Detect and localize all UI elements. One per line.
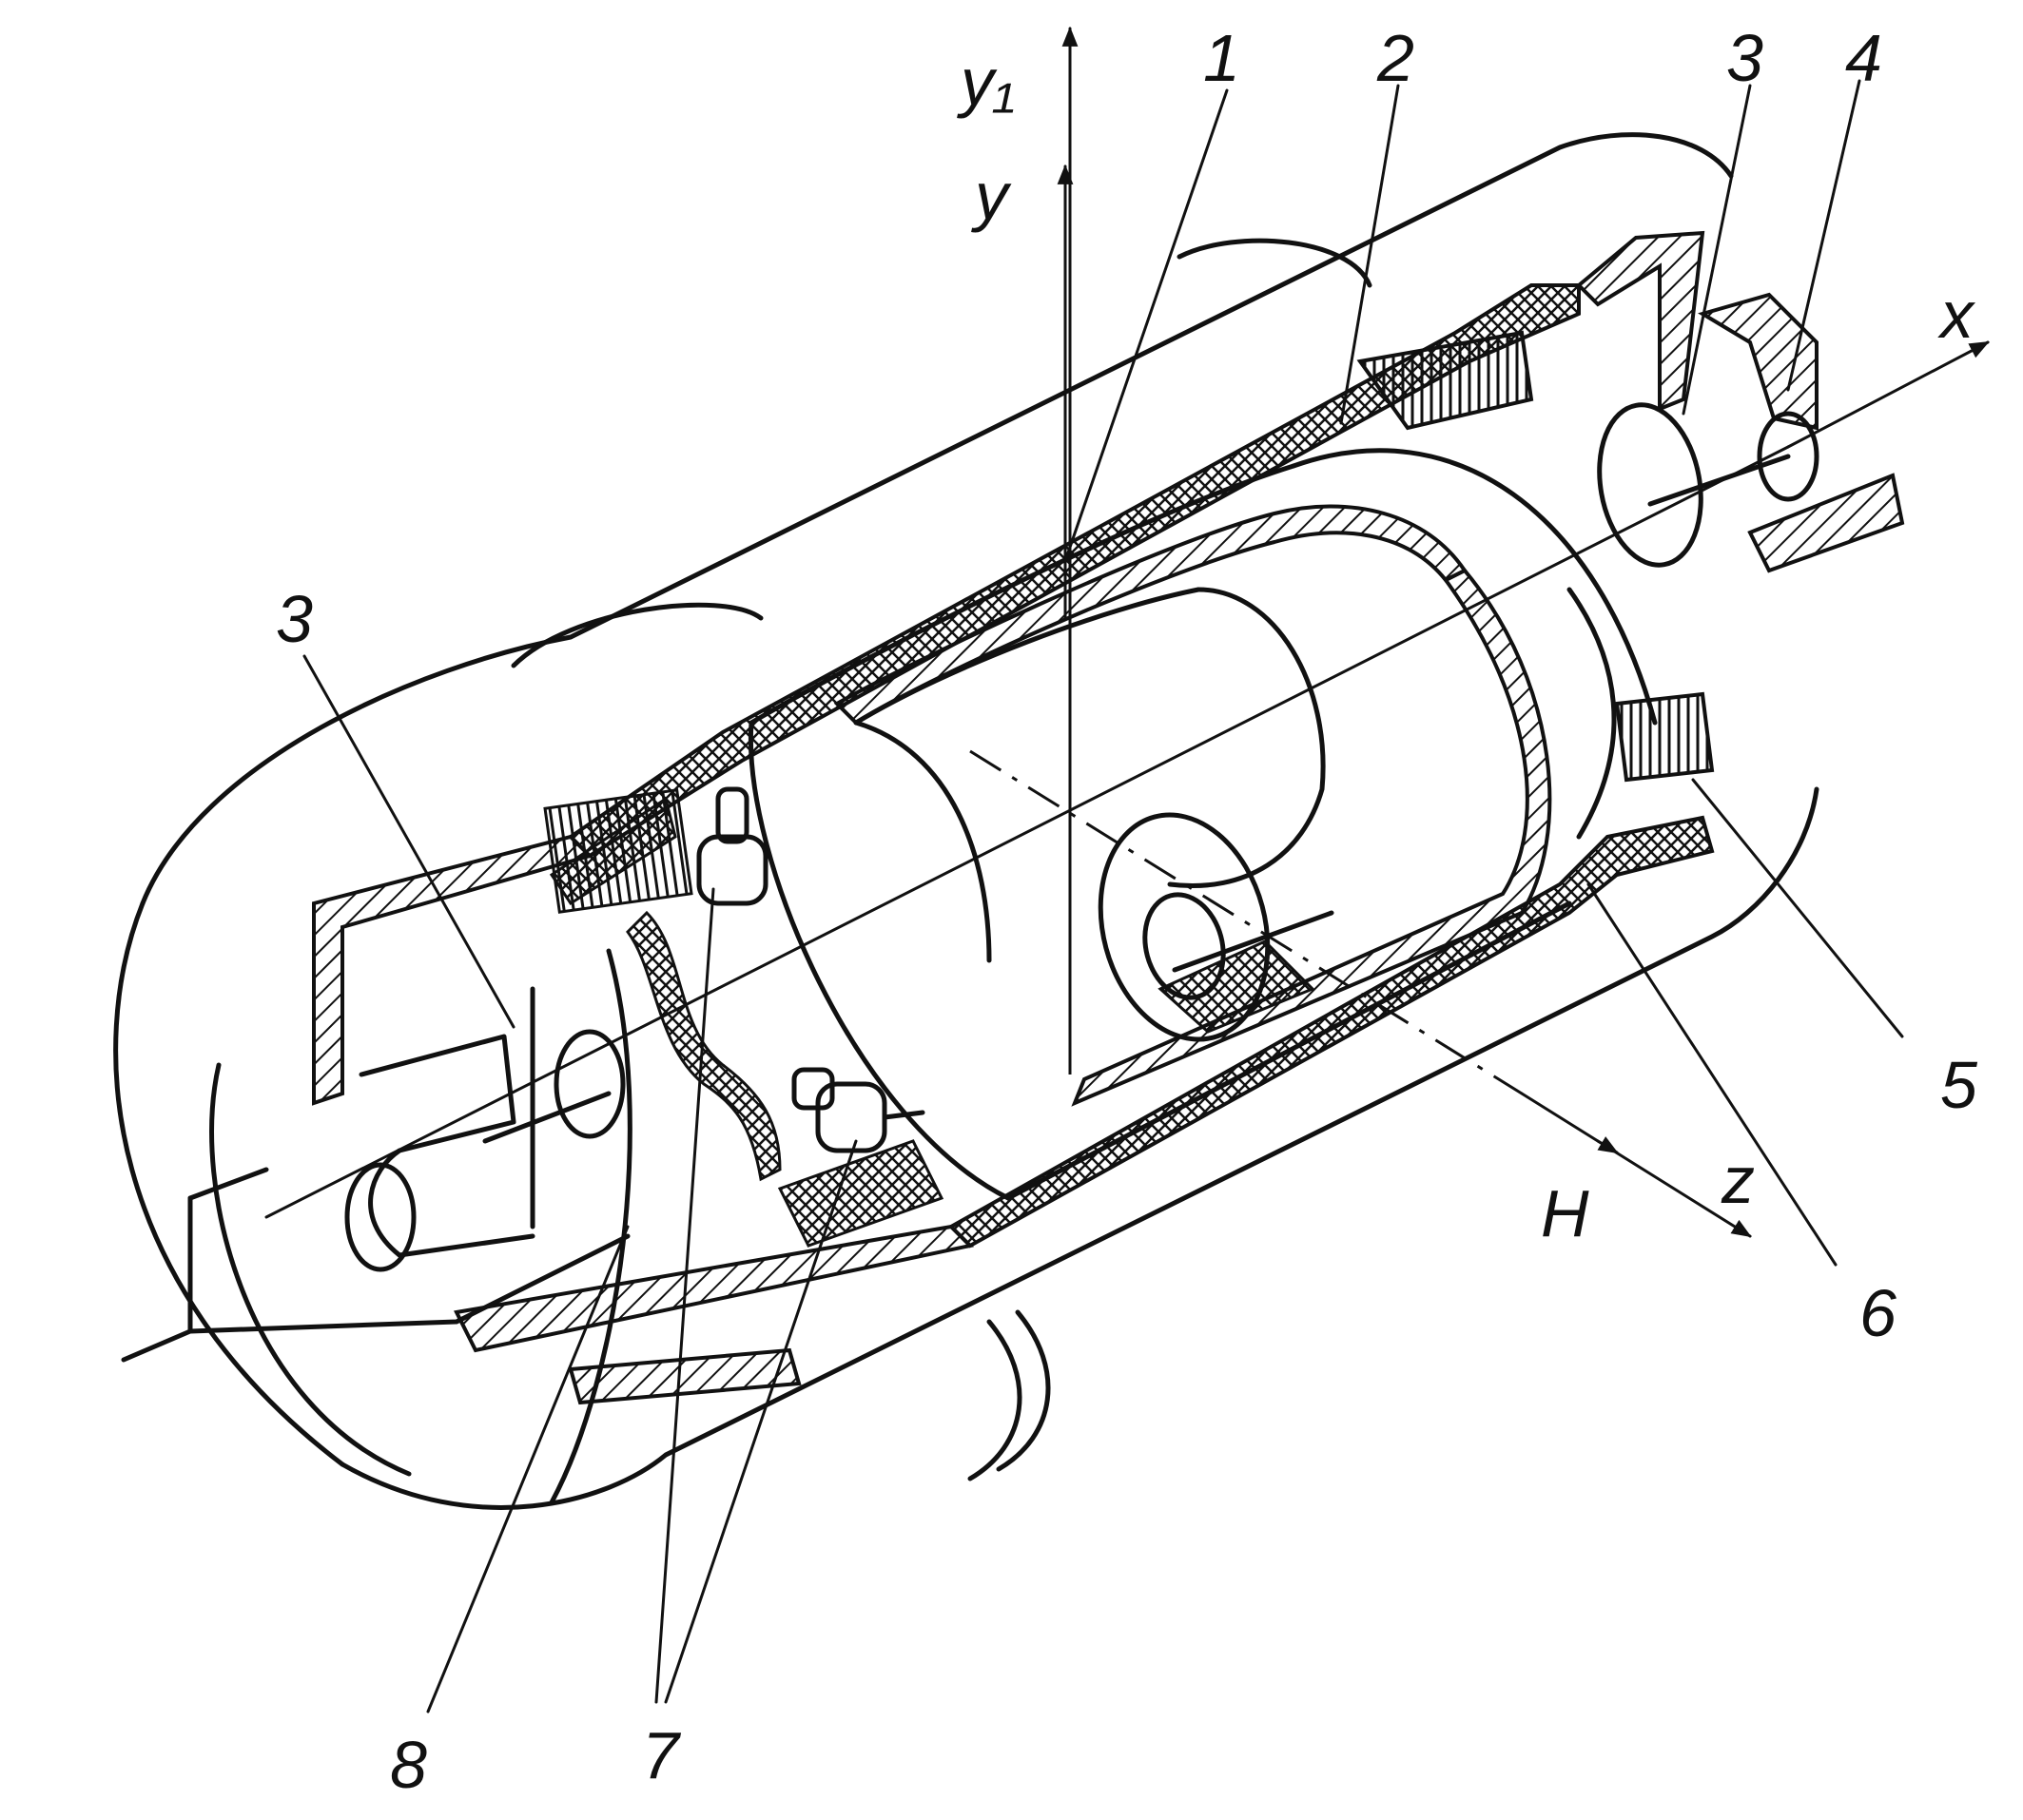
coordinate-axes <box>264 26 1990 1238</box>
rotor <box>853 587 1334 1042</box>
axis-label-y1: y₁ <box>957 45 1015 119</box>
left-platform <box>121 1167 631 1363</box>
callout-1: 1 <box>1203 21 1240 95</box>
top-shell-section <box>312 230 1705 1106</box>
callout-2: 2 <box>1376 21 1414 95</box>
housing-rings <box>511 238 1372 1481</box>
callout-7: 7 <box>642 1718 682 1792</box>
torque-motor-windings <box>543 788 944 1248</box>
left-end-assembly <box>344 986 626 1272</box>
outer-housing <box>113 132 1819 1510</box>
callout-8: 8 <box>390 1728 427 1802</box>
axis-label-z: z <box>1721 1143 1755 1217</box>
gimbal-drum <box>748 448 1658 1201</box>
pickoff-sensors <box>696 786 925 1153</box>
axis-label-y: y <box>971 159 1012 233</box>
leader-lines <box>302 79 1904 1714</box>
bottom-shell-section <box>454 691 1715 1405</box>
right-end-assembly <box>1356 292 1905 573</box>
callout-5: 5 <box>1940 1048 1978 1122</box>
callout-3-left: 3 <box>276 582 313 656</box>
callout-6: 6 <box>1859 1276 1897 1350</box>
callout-4: 4 <box>1845 21 1882 95</box>
rotor-housing <box>833 504 1552 1107</box>
axis-label-h: H <box>1541 1176 1589 1250</box>
callout-3-right: 3 <box>1726 21 1763 95</box>
axis-label-x: x <box>1937 278 1976 352</box>
